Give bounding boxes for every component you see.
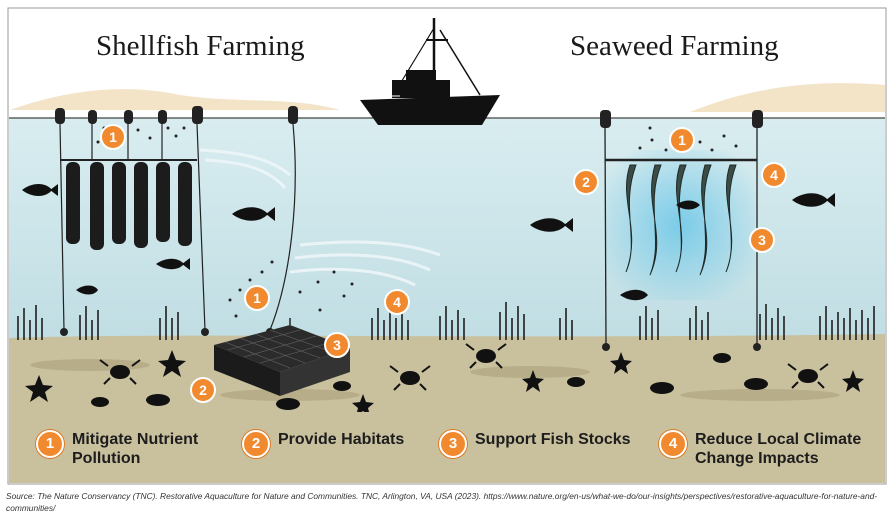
buoys (55, 106, 298, 124)
mussel-ropes (66, 162, 192, 250)
marker-3-seaweed: 3 (749, 227, 775, 253)
legend-label-2-line1: Provide Habitats (278, 431, 405, 448)
scene-markers: 1 1 2 3 4 1 2 3 4 (100, 124, 787, 403)
marker-2-seaweed: 2 (573, 169, 599, 195)
title-seaweed: Seaweed Farming (570, 30, 779, 62)
legend-badge-4: 4 (659, 430, 687, 458)
legend-badge-1: 1 (36, 430, 64, 458)
title-shellfish: Shellfish Farming (96, 30, 305, 62)
fishing-boat (360, 18, 500, 125)
marker-4-shellfish: 4 (384, 289, 410, 315)
seaweed-farm (600, 110, 763, 351)
legend-label-3: Support Fish Stocks (475, 430, 631, 449)
svg-text:1: 1 (109, 129, 117, 145)
source-citation: Source: The Nature Conservancy (TNC). Re… (6, 491, 878, 513)
svg-text:4: 4 (393, 294, 401, 310)
legend-label-4: Reduce Local Climate Change Impacts (695, 430, 861, 468)
svg-text:2: 2 (199, 382, 207, 398)
legend-badge-3: 3 (439, 430, 467, 458)
current-lines (199, 148, 441, 287)
legend-item-2: 2 Provide Habitats (242, 430, 404, 458)
svg-text:3: 3 (333, 337, 341, 353)
svg-text:3: 3 (758, 232, 766, 248)
seabed-creatures (25, 343, 864, 416)
starfish (25, 375, 53, 402)
legend-badge-2: 2 (242, 430, 270, 458)
legend-label-2: Provide Habitats (278, 430, 404, 449)
fish (22, 184, 835, 301)
svg-text:2: 2 (582, 174, 590, 190)
svg-text:1: 1 (678, 132, 686, 148)
sand-dune-right (690, 83, 885, 112)
shellfish-longline (55, 106, 298, 336)
legend-label-3-line1: Support Fish Stocks (475, 431, 631, 448)
legend-item-4: 4 Reduce Local Climate Change Impacts (659, 430, 861, 468)
marker-1-cage: 1 (244, 285, 270, 311)
marker-2-cage: 2 (190, 377, 216, 403)
marker-1-seaweed: 1 (669, 127, 695, 153)
oyster-cage (214, 318, 350, 396)
seagrass (17, 302, 875, 340)
legend-label-4-line2: Change Impacts (695, 450, 819, 467)
svg-text:4: 4 (770, 167, 778, 183)
sand-dune-left (10, 89, 340, 110)
legend-item-3: 3 Support Fish Stocks (439, 430, 631, 458)
marker-1-shellfish: 1 (100, 124, 126, 150)
marker-4-seaweed: 4 (761, 162, 787, 188)
seabed-mounds (30, 359, 840, 401)
bubbles (96, 126, 738, 318)
legend-item-1: 1 Mitigate Nutrient Pollution (36, 430, 198, 468)
marker-3-cage: 3 (324, 332, 350, 358)
crab (110, 365, 130, 379)
legend: 1 Mitigate Nutrient Pollution 2 Provide … (14, 418, 882, 482)
legend-label-4-line1: Reduce Local Climate (695, 431, 862, 448)
kelp-blades (625, 164, 737, 276)
svg-text:1: 1 (253, 290, 261, 306)
legend-label-1-line1: Mitigate Nutrient (72, 431, 199, 448)
legend-label-1: Mitigate Nutrient Pollution (72, 430, 198, 468)
legend-label-1-line2: Pollution (72, 450, 141, 467)
